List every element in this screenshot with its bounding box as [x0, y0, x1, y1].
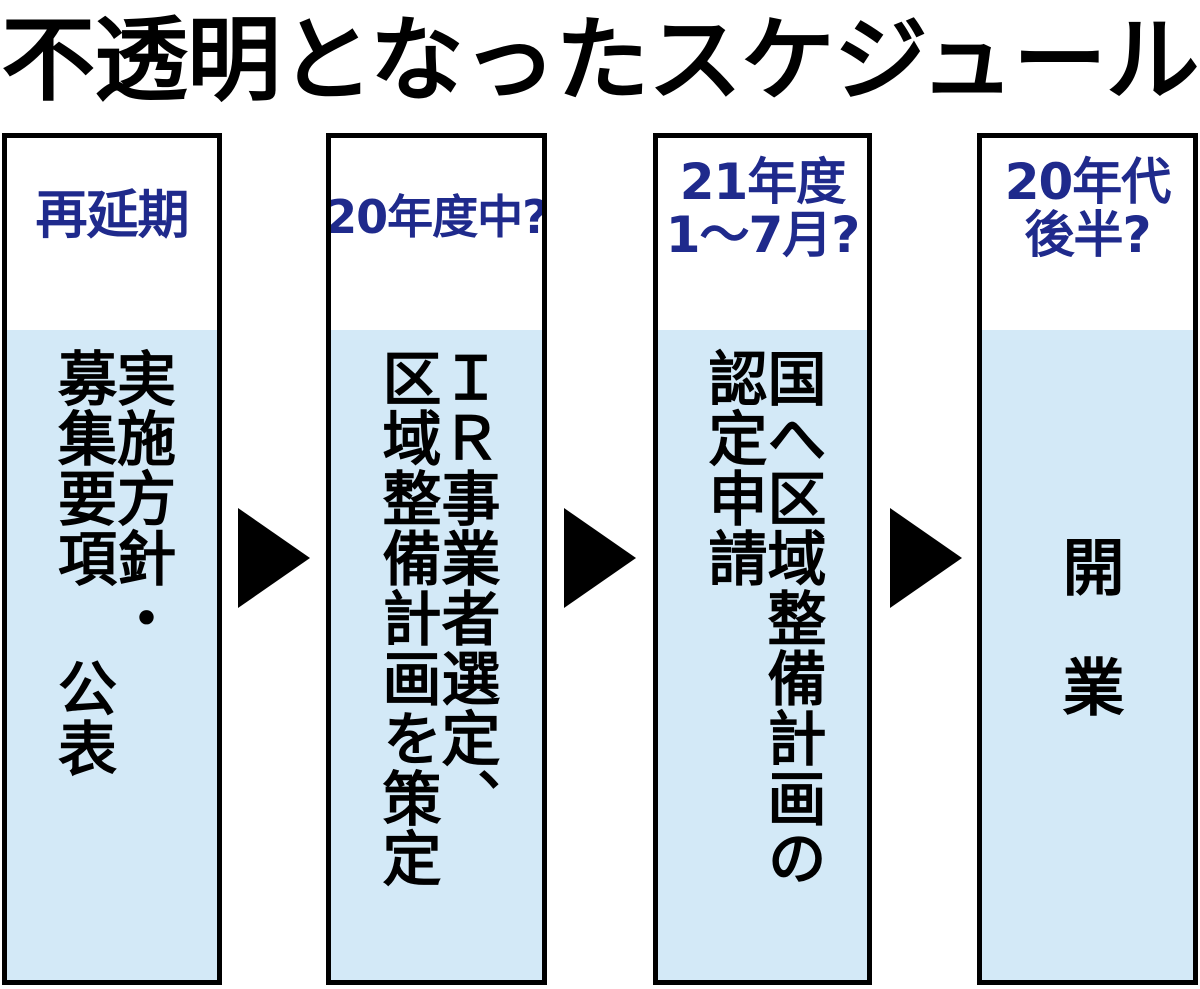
flow-arrow-1-icon [238, 508, 310, 608]
stage-3-body-line-2: 認定申請 [698, 348, 768, 588]
flow-arrow-3-icon [890, 508, 962, 608]
stage-3-body-line-1: 国へ区域整備計画の [757, 348, 827, 888]
stage-1-body-line-1: 実施方針・ [107, 348, 176, 648]
stage-1-body: 実施方針・ 募集要項 公表 [7, 330, 217, 980]
stage-1-header-line-1: 再延期 [35, 186, 189, 247]
stage-card-3: 21年度 1〜7月? 国へ区域整備計画の 認定申請 [653, 133, 872, 985]
stage-4-header-line-2: 後半? [1024, 206, 1151, 264]
stage-4-body-line-1: 開業 [1051, 535, 1125, 775]
stage-4-body: 開業 [982, 330, 1193, 980]
stage-1-body-line-2: 募集要項 公表 [48, 348, 117, 778]
stage-card-2: 20年度中? ＩＲ事業者選定、 区域整備計画を策定 [326, 133, 547, 985]
stage-4-header: 20年代 後半? [982, 138, 1193, 330]
stage-3-body: 国へ区域整備計画の 認定申請 [658, 330, 867, 980]
stage-2-header-line-1: 20年度中? [326, 189, 547, 244]
stage-3-header: 21年度 1〜7月? [658, 138, 867, 330]
stage-3-header-line-2: 1〜7月? [665, 206, 861, 264]
stage-3-header-line-1: 21年度 [679, 153, 847, 211]
flow-arrow-2-icon [564, 508, 636, 608]
stage-4-header-line-1: 20年代 [1004, 153, 1172, 211]
stage-2-body: ＩＲ事業者選定、 区域整備計画を策定 [331, 330, 542, 980]
stage-2-body-line-1: ＩＲ事業者選定、 [431, 348, 501, 828]
stage-1-header: 再延期 [7, 138, 217, 330]
stage-card-4: 20年代 後半? 開業 [977, 133, 1198, 985]
stage-card-1: 再延期 実施方針・ 募集要項 公表 [2, 133, 222, 985]
stage-2-body-line-2: 区域整備計画を策定 [372, 348, 442, 888]
page-title: 不透明となったスケジュール [1, 7, 1199, 114]
stage-2-header: 20年度中? [331, 138, 542, 330]
